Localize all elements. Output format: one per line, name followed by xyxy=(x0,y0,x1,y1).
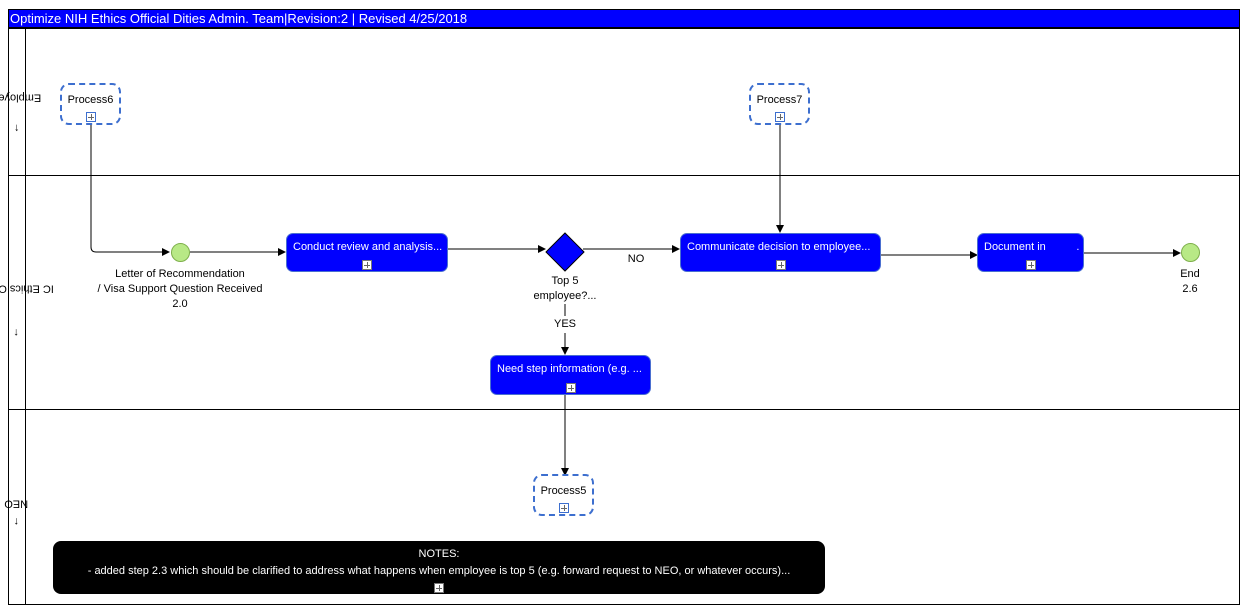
subprocess-process6[interactable]: Process6 xyxy=(60,83,121,125)
subprocess-process6-label: Process6 xyxy=(67,94,114,106)
expand-plus-icon[interactable] xyxy=(775,260,786,270)
lane-divider-ic-neo xyxy=(8,409,1240,410)
start-event-label: Letter of Recommendation / Visa Support … xyxy=(90,267,270,312)
task-need-step-info[interactable]: Need step information (e.g. ... xyxy=(490,355,651,395)
notes-annotation[interactable]: NOTES: - added step 2.3 which should be … xyxy=(53,541,825,594)
gateway-label-line1: Top 5 xyxy=(551,275,579,287)
diagram-title: Optimize NIH Ethics Official Dities Admi… xyxy=(8,9,1240,28)
end-event-label-line1: End xyxy=(1180,268,1200,280)
end-event-circle[interactable] xyxy=(1181,243,1200,262)
task-document-in-label: Document in .. xyxy=(984,241,1079,253)
lane-divider-employee-ic xyxy=(8,175,1240,176)
gateway-label-line2: employee?... xyxy=(533,290,597,302)
subprocess-process5-label: Process5 xyxy=(540,485,587,497)
task-conduct-review-label: Conduct review and analysis... xyxy=(293,241,443,253)
notes-text: - added step 2.3 which should be clarifi… xyxy=(87,565,791,577)
flow-process6-to-start xyxy=(90,124,170,256)
gateway-label: Top 5 employee?... xyxy=(515,274,615,304)
end-event-label-line2: 2.6 xyxy=(1182,283,1198,295)
expand-plus-icon[interactable] xyxy=(558,503,569,513)
task-document-in[interactable]: Document in .. xyxy=(977,233,1084,272)
expand-plus-icon[interactable] xyxy=(1025,260,1036,270)
expand-plus-icon[interactable] xyxy=(565,383,576,393)
subprocess-process5[interactable]: Process5 xyxy=(533,474,594,516)
expand-plus-icon[interactable] xyxy=(434,583,444,593)
expand-plus-icon[interactable] xyxy=(85,112,96,122)
start-event-circle[interactable] xyxy=(171,243,190,262)
end-event-label: End 2.6 xyxy=(1160,267,1220,297)
subprocess-process7[interactable]: Process7 xyxy=(749,83,810,125)
task-communicate-decision[interactable]: Communicate decision to employee... xyxy=(680,233,881,272)
start-event-label-line3: 2.0 xyxy=(172,298,188,310)
lane-header-divider xyxy=(25,28,26,605)
expand-plus-icon[interactable] xyxy=(362,260,372,270)
expand-plus-icon[interactable] xyxy=(774,112,785,122)
start-event-label-line2: / Visa Support Question Received xyxy=(97,283,263,295)
gateway-yes-label: YES xyxy=(553,318,576,330)
task-communicate-decision-label: Communicate decision to employee... xyxy=(687,241,871,253)
swimlane-pool xyxy=(8,28,1240,605)
task-conduct-review[interactable]: Conduct review and analysis... xyxy=(286,233,448,272)
gateway-no-label: NO xyxy=(627,253,645,265)
notes-heading: NOTES: xyxy=(418,548,460,560)
start-event-label-line1: Letter of Recommendation xyxy=(115,268,245,280)
gateway-diamond xyxy=(545,232,585,272)
task-need-step-info-label: Need step information (e.g. ... xyxy=(497,363,642,375)
subprocess-process7-label: Process7 xyxy=(756,94,803,106)
